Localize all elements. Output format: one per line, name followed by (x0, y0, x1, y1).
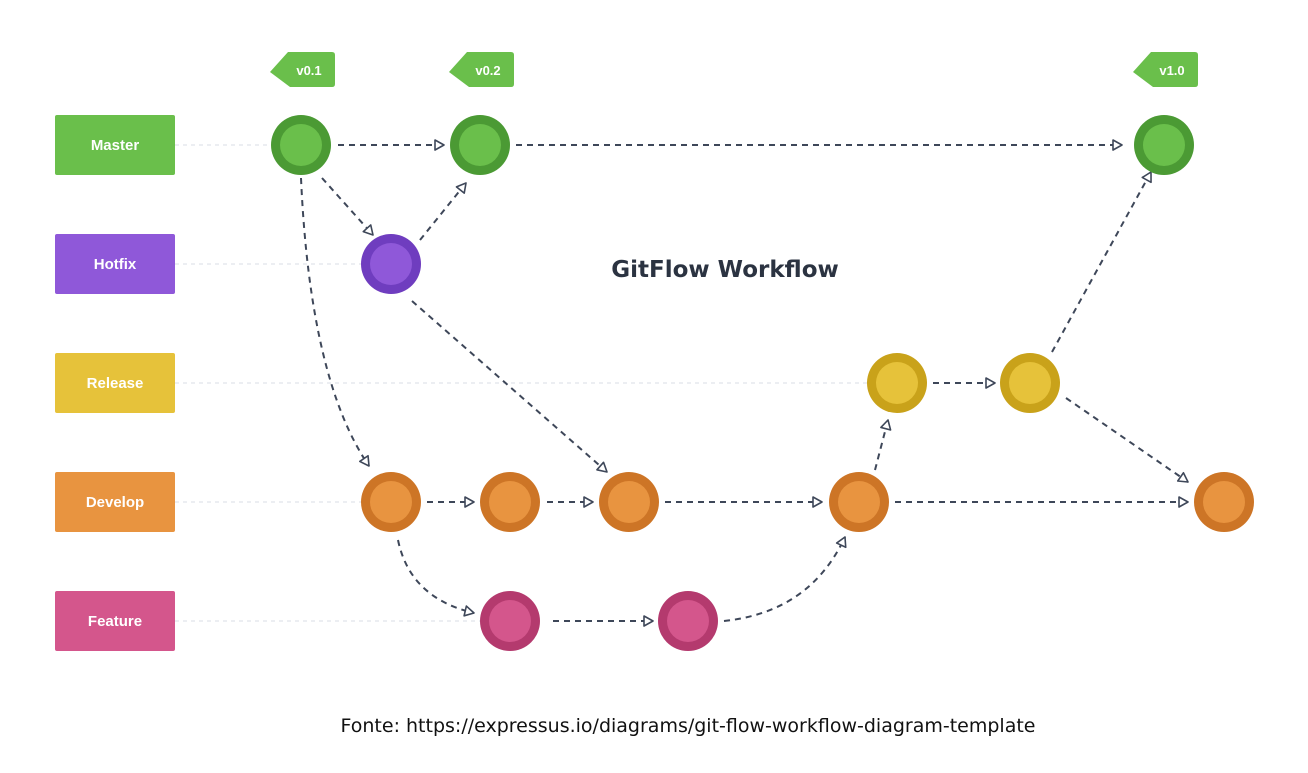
commit-nodes (271, 115, 1254, 651)
commit-node-release-1 (867, 353, 927, 413)
lane-label-master: Master (55, 115, 175, 175)
lane-labels: Master Hotfix Release Develop Feature (55, 115, 175, 651)
version-tag-v0-2-text: v0.2 (475, 63, 500, 78)
diagram-title: GitFlow Workflow (611, 257, 839, 283)
commit-node-develop-3 (599, 472, 659, 532)
commit-node-hotfix-1 (361, 234, 421, 294)
edge-master-to-develop (300, 177, 370, 467)
edge-master-to-hotfix (321, 177, 374, 236)
lane-label-release-text: Release (87, 375, 144, 392)
commit-node-master-2 (450, 115, 510, 175)
lane-guides (175, 144, 868, 622)
version-tag-v0-1-text: v0.1 (296, 63, 321, 78)
lane-label-develop: Develop (55, 472, 175, 532)
edge-hotfix-to-develop (411, 300, 608, 473)
lane-label-release: Release (55, 353, 175, 413)
lane-label-hotfix-text: Hotfix (94, 256, 137, 273)
lane-label-master-text: Master (91, 137, 140, 154)
commit-node-master-1 (271, 115, 331, 175)
edge-develop-to-feature (397, 539, 475, 617)
commit-node-feature-1 (480, 591, 540, 651)
version-tags: v0.1 v0.2 v1.0 (270, 52, 1198, 87)
version-tag-v1-0-text: v1.0 (1159, 63, 1184, 78)
edge-release-to-master (1051, 171, 1152, 353)
lane-label-hotfix: Hotfix (55, 234, 175, 294)
version-tag-v0-2: v0.2 (449, 52, 514, 87)
commit-node-release-2 (1000, 353, 1060, 413)
edge-hotfix-to-master (419, 182, 467, 241)
commit-node-develop-1 (361, 472, 421, 532)
commit-node-develop-4 (829, 472, 889, 532)
edge-develop-to-release (874, 419, 892, 471)
edges (300, 139, 1189, 627)
commit-node-master-3 (1134, 115, 1194, 175)
commit-node-feature-2 (658, 591, 718, 651)
lane-label-feature: Feature (55, 591, 175, 651)
lane-label-feature-text: Feature (88, 613, 142, 630)
commit-node-develop-5 (1194, 472, 1254, 532)
lane-label-develop-text: Develop (86, 494, 144, 511)
version-tag-v0-1: v0.1 (270, 52, 335, 87)
edge-feature-to-develop (723, 536, 847, 622)
version-tag-v1-0: v1.0 (1133, 52, 1198, 87)
edge-release-to-develop (1065, 397, 1189, 483)
commit-node-develop-2 (480, 472, 540, 532)
source-caption: Fonte: https://expressus.io/diagrams/git… (341, 715, 1036, 737)
